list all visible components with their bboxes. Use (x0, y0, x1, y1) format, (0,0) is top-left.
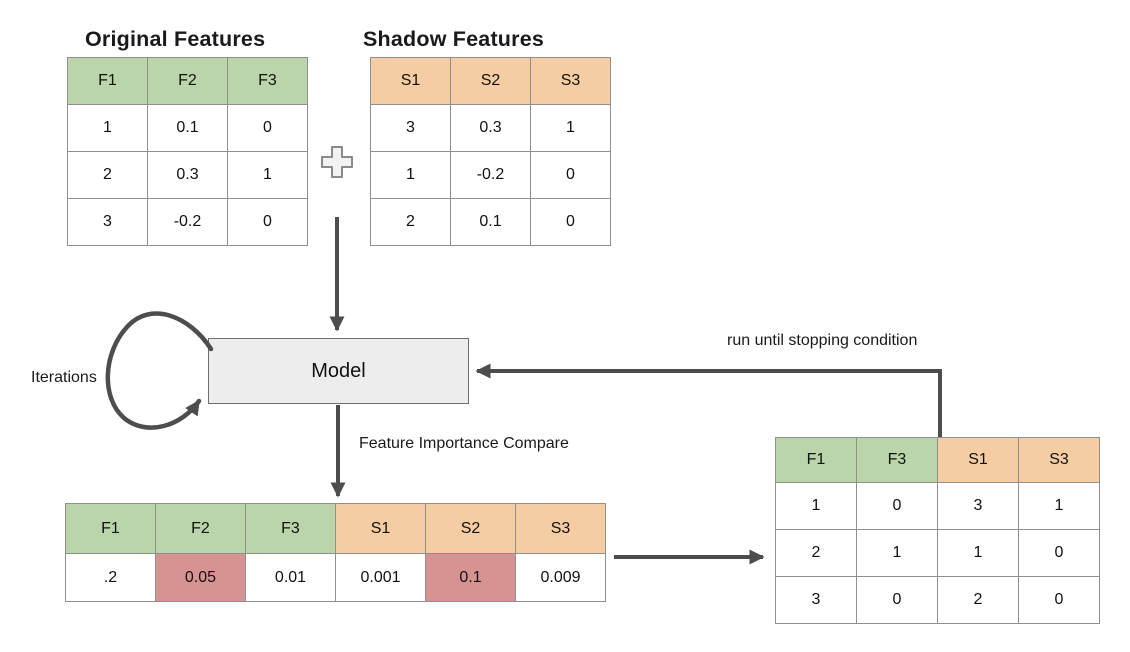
cell: 3 (937, 482, 1019, 530)
cell: 1 (227, 151, 308, 199)
header-cell-s2: S2 (450, 57, 531, 105)
cell: 0 (530, 151, 611, 199)
cell: 1 (67, 104, 148, 152)
cell: 0.009 (515, 553, 606, 602)
cell: 3 (370, 104, 451, 152)
feature-importance-table: F1 F2 F3 S1 S2 S3 .2 0.05 0.01 0.001 0.1… (65, 503, 606, 602)
cell: 2 (67, 151, 148, 199)
header-row: F1 F2 F3 S1 S2 S3 (65, 503, 606, 554)
table-row: 1 0.1 0 (67, 104, 308, 152)
cell: -0.2 (450, 151, 531, 199)
header-row: S1 S2 S3 (370, 57, 611, 105)
header-cell-f3: F3 (245, 503, 336, 554)
cell: 1 (530, 104, 611, 152)
header-cell-f3: F3 (856, 437, 938, 483)
iterations-loop-arrow (105, 311, 214, 430)
header-cell-s3: S3 (1018, 437, 1100, 483)
table-row: 3 -0.2 0 (67, 198, 308, 246)
cell: 0.001 (335, 553, 426, 602)
feature-importance-compare-label: Feature Importance Compare (359, 435, 569, 452)
cell: 3 (67, 198, 148, 246)
cell: 1 (937, 529, 1019, 577)
header-cell-s3: S3 (515, 503, 606, 554)
header-cell-f3: F3 (227, 57, 308, 105)
cell-rejected: 0.1 (425, 553, 516, 602)
cell: 2 (775, 529, 857, 577)
cell: 0.1 (450, 198, 531, 246)
table-row: 1 -0.2 0 (370, 151, 611, 199)
header-row: F1 F2 F3 (67, 57, 308, 105)
cell: 0 (1018, 576, 1100, 624)
cell: 1 (1018, 482, 1100, 530)
cell: -0.2 (147, 198, 228, 246)
original-features-title: Original Features (85, 27, 266, 51)
cell: 1 (775, 482, 857, 530)
plus-icon (321, 146, 353, 178)
header-cell-f1: F1 (67, 57, 148, 105)
cell: 0 (530, 198, 611, 246)
cell: 0.3 (147, 151, 228, 199)
cell: 0.3 (450, 104, 531, 152)
header-cell-s2: S2 (425, 503, 516, 554)
table-row: 3 0.3 1 (370, 104, 611, 152)
header-row: F1 F3 S1 S3 (775, 437, 1100, 483)
cell: 1 (856, 529, 938, 577)
cell: 0 (856, 576, 938, 624)
arrow-result-to-model (475, 363, 942, 437)
run-until-stopping-condition-label: run until stopping condition (727, 332, 918, 349)
shadow-features-title: Shadow Features (363, 27, 545, 51)
cell: 2 (937, 576, 1019, 624)
model-label: Model (311, 359, 366, 382)
cell: 0.1 (147, 104, 228, 152)
cell: .2 (65, 553, 156, 602)
table-row: .2 0.05 0.01 0.001 0.1 0.009 (65, 553, 606, 602)
shadow-features-table: S1 S2 S3 3 0.3 1 1 -0.2 0 2 0.1 0 (370, 57, 611, 246)
result-table: F1 F3 S1 S3 1 0 3 1 2 1 1 0 3 0 2 (775, 437, 1100, 624)
table-row: 2 0.3 1 (67, 151, 308, 199)
cell-rejected: 0.05 (155, 553, 246, 602)
original-features-table: F1 F2 F3 1 0.1 0 2 0.3 1 3 -0.2 0 (67, 57, 308, 246)
header-cell-s3: S3 (530, 57, 611, 105)
model-box: Model (208, 338, 469, 404)
header-cell-s1: S1 (937, 437, 1019, 483)
cell: 0 (227, 104, 308, 152)
header-cell-f2: F2 (147, 57, 228, 105)
table-row: 2 0.1 0 (370, 198, 611, 246)
cell: 0.01 (245, 553, 336, 602)
table-row: 3 0 2 0 (775, 576, 1100, 624)
cell: 0 (856, 482, 938, 530)
header-cell-s1: S1 (335, 503, 426, 554)
cell: 2 (370, 198, 451, 246)
table-row: 1 0 3 1 (775, 482, 1100, 530)
cell: 0 (1018, 529, 1100, 577)
header-cell-s1: S1 (370, 57, 451, 105)
iterations-label: Iterations (31, 369, 97, 386)
header-cell-f2: F2 (155, 503, 246, 554)
cell: 1 (370, 151, 451, 199)
table-row: 2 1 1 0 (775, 529, 1100, 577)
cell: 0 (227, 198, 308, 246)
cell: 3 (775, 576, 857, 624)
header-cell-f1: F1 (65, 503, 156, 554)
header-cell-f1: F1 (775, 437, 857, 483)
